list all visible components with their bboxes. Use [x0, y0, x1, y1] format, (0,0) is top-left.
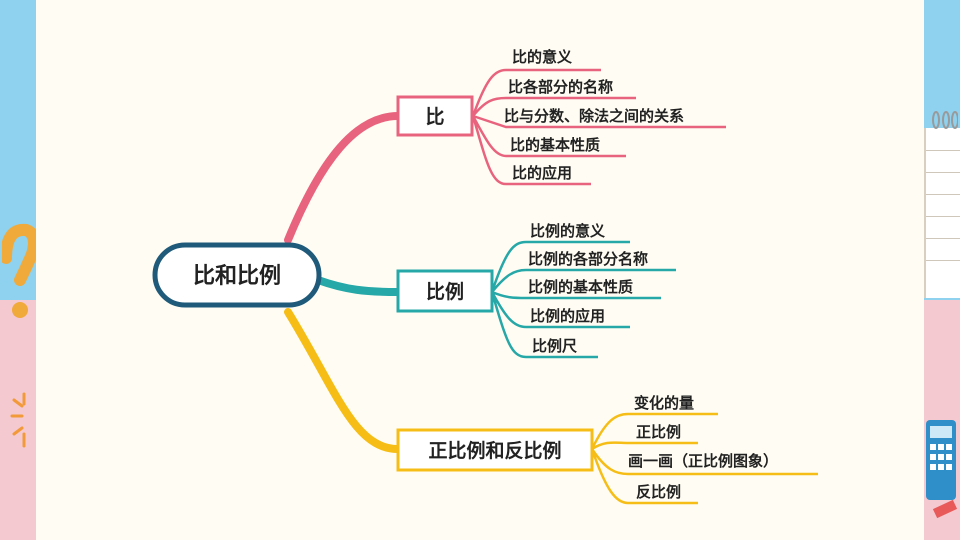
branch-bi-label: 比: [425, 106, 444, 128]
connector-bili: [314, 276, 402, 296]
leaf-bili-3: 比例的基本性质: [528, 278, 633, 296]
notebook-rings-decoration: [932, 111, 958, 129]
sun-decoration: [10, 392, 26, 448]
branch-bi-subconnectors: [471, 68, 726, 186]
connector-bi: [284, 112, 402, 244]
leaf-bili-2: 比例的各部分名称: [528, 250, 648, 268]
leaf-zhengfan-3: 画一画（正比例图象）: [628, 452, 778, 470]
central-node-label: 比和比例: [193, 264, 281, 289]
question-mark-decoration: [2, 223, 36, 318]
leaf-bi-1: 比的意义: [512, 48, 572, 66]
leaf-zhengfan-2: 正比例: [636, 423, 681, 441]
branch-zhengfan: 正比例和反比例 变化的量 正比例 画一画（正比例图象） 反比例: [396, 394, 818, 505]
leaf-bi-2: 比各部分的名称: [508, 78, 613, 96]
calculator-decoration: [926, 420, 958, 519]
leaf-bi-4: 比的基本性质: [510, 136, 600, 154]
leaf-bi-5: 比的应用: [512, 164, 572, 182]
leaf-bili-1: 比例的意义: [530, 222, 605, 240]
mind-map: 比和比例 比 比的意义 比各部分的名称 比与分数、除法之间的关系 比的基本性质 …: [152, 48, 818, 505]
leaf-zhengfan-4: 反比例: [636, 483, 681, 501]
branch-bili: 比例 比例的意义 比例的各部分名称 比例的基本性质 比例的应用 比例尺: [396, 222, 676, 359]
branch-bili-subconnectors: [490, 240, 676, 359]
branch-zhengfan-label: 正比例和反比例: [428, 439, 561, 462]
mind-map-page: 比和比例 比 比的意义 比各部分的名称 比与分数、除法之间的关系 比的基本性质 …: [36, 0, 924, 540]
leaf-bili-5: 比例尺: [532, 337, 577, 355]
connector-zhengfan: [284, 308, 402, 453]
leaf-bi-3: 比与分数、除法之间的关系: [504, 107, 684, 125]
notebook-decoration: [924, 128, 960, 298]
leaf-zhengfan-1: 变化的量: [634, 394, 694, 412]
branch-bili-label: 比例: [426, 280, 464, 303]
leaf-bili-4: 比例的应用: [530, 307, 605, 325]
branch-zhengfan-subconnectors: [590, 412, 818, 505]
central-node: 比和比例: [152, 242, 322, 308]
branch-bi: 比 比的意义 比各部分的名称 比与分数、除法之间的关系 比的基本性质 比的应用: [396, 48, 726, 186]
